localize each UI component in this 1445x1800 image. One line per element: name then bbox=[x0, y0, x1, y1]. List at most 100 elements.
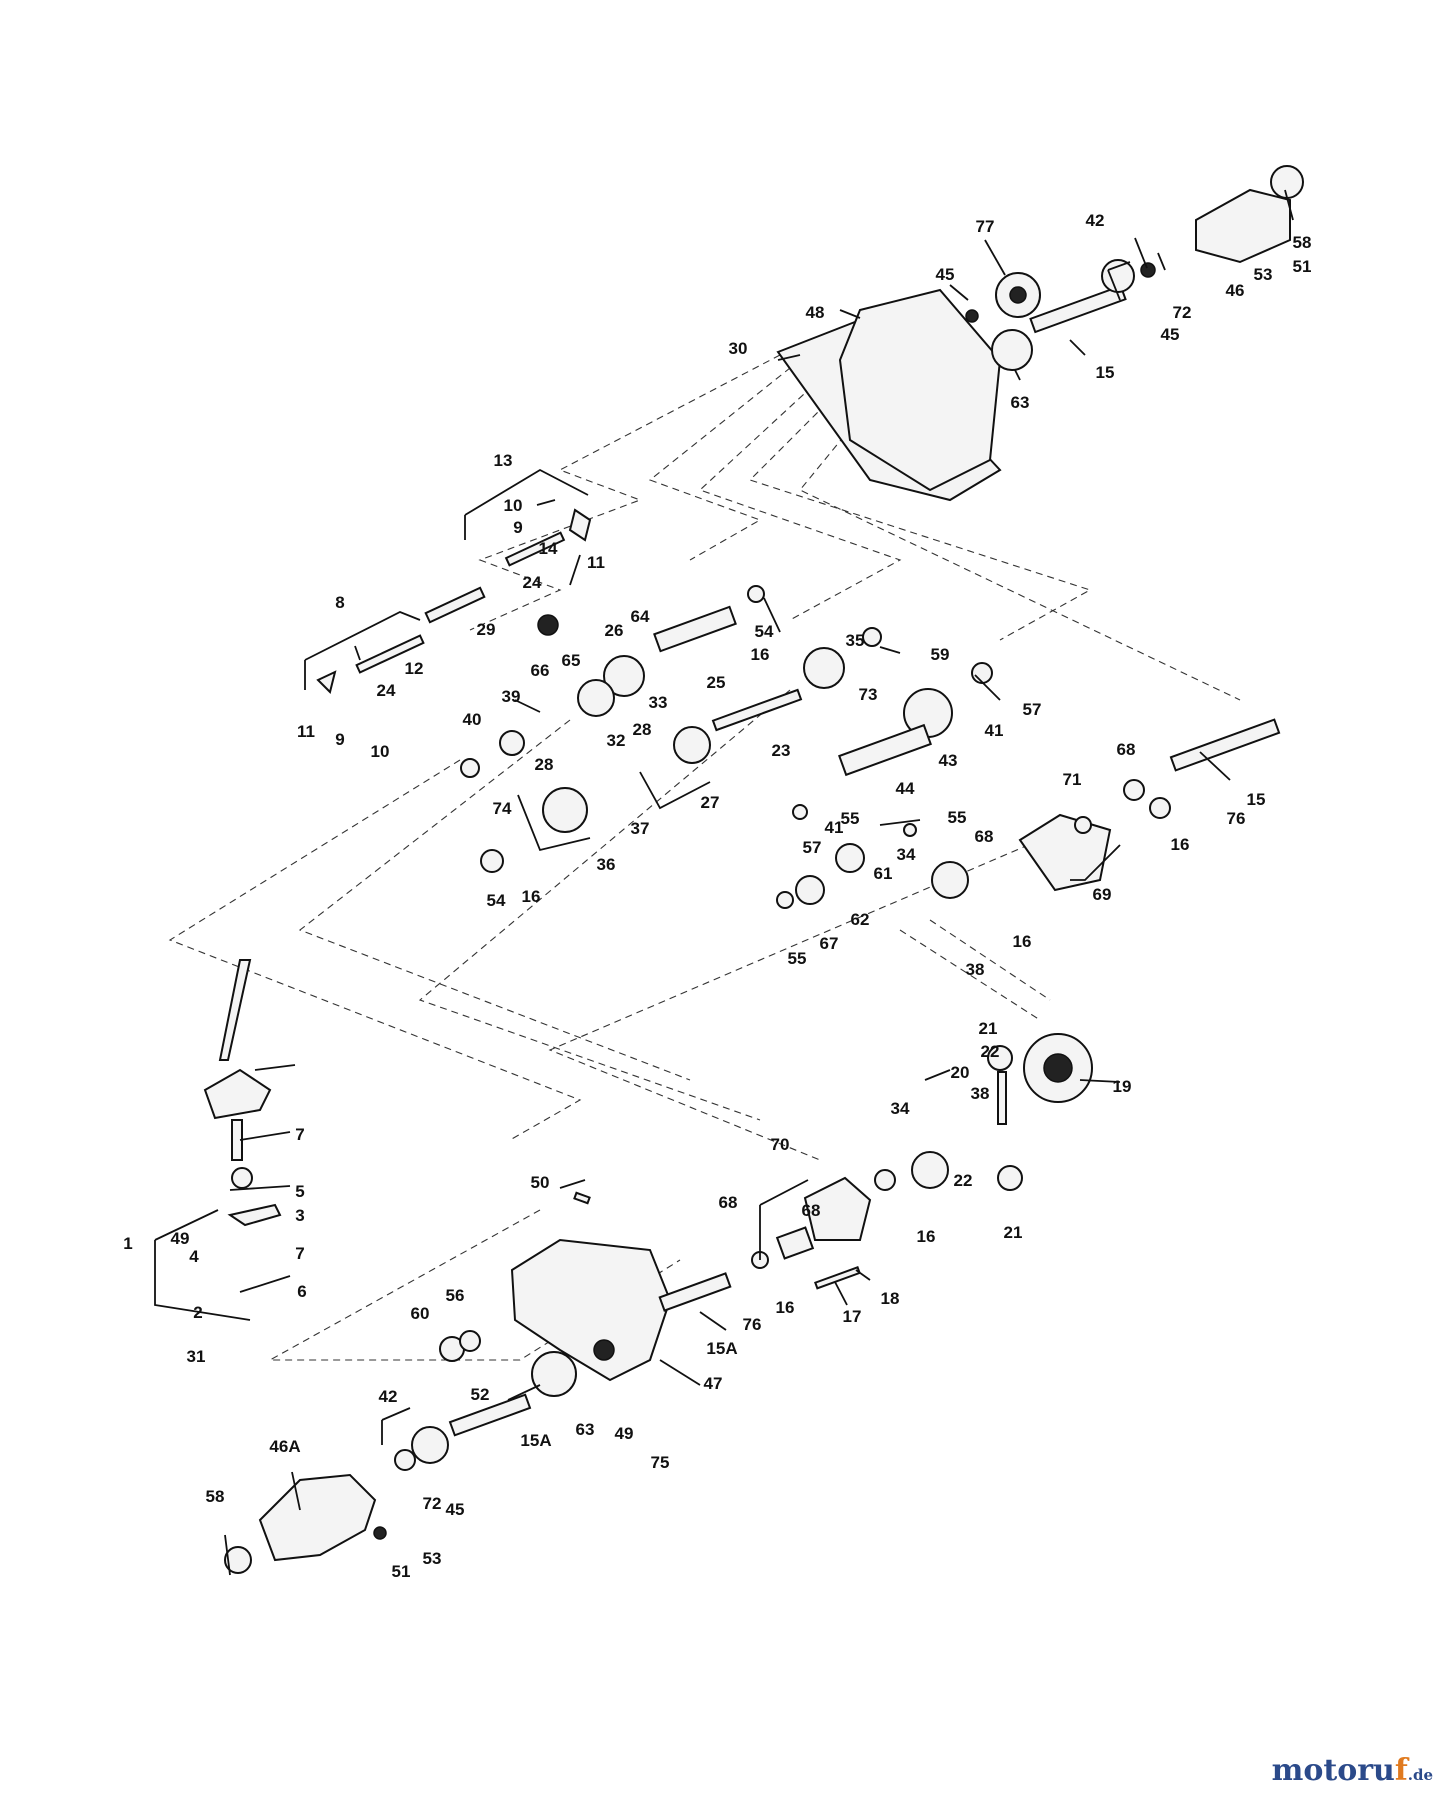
lever-boot-5 bbox=[203, 1068, 272, 1120]
part-number-label: 22 bbox=[954, 1171, 973, 1190]
pin-20 bbox=[997, 1071, 1007, 1125]
part-number-label: 41 bbox=[825, 818, 844, 837]
part-number-label: 16 bbox=[1013, 932, 1032, 951]
part-number-label: 59 bbox=[931, 645, 950, 664]
shaft-44 bbox=[838, 723, 932, 777]
gear-33 bbox=[603, 655, 645, 697]
part-number-label: 38 bbox=[966, 960, 985, 979]
part-number-label: 5 bbox=[295, 1182, 304, 1201]
watermark-accent: f bbox=[1394, 1753, 1408, 1788]
part-number-label: 55 bbox=[788, 949, 807, 968]
part-number-label: 48 bbox=[806, 303, 825, 322]
part-number-label: 1 bbox=[123, 1234, 132, 1253]
pinion-22-top bbox=[987, 1045, 1013, 1071]
part-number-label: 43 bbox=[939, 751, 958, 770]
shaft-15-mid bbox=[1169, 718, 1281, 772]
part-number-label: 72 bbox=[1173, 303, 1192, 322]
part-number-label: 56 bbox=[446, 1286, 465, 1305]
part-number-label: 68 bbox=[975, 827, 994, 846]
gear-40 bbox=[499, 730, 525, 756]
part-number-label: 45 bbox=[936, 265, 955, 284]
part-number-label: 13 bbox=[494, 451, 513, 470]
brackets bbox=[154, 261, 1131, 1445]
part-number-label: 6 bbox=[297, 1282, 306, 1301]
watermark-tld: .de bbox=[1407, 1766, 1433, 1784]
pinion-22-bot bbox=[997, 1165, 1023, 1191]
part-number-label: 46A bbox=[269, 1437, 300, 1456]
part-number-label: 57 bbox=[1023, 700, 1042, 719]
carrier-69 bbox=[1018, 813, 1112, 892]
part-number-label: 65 bbox=[562, 651, 581, 670]
plate-31 bbox=[227, 1203, 282, 1227]
part-number-label: 63 bbox=[576, 1420, 595, 1439]
part-number-label: 49 bbox=[171, 1229, 190, 1248]
shaft-23 bbox=[711, 688, 803, 732]
part-number-label: 76 bbox=[1227, 809, 1246, 828]
part-number-label: 28 bbox=[535, 755, 554, 774]
part-number-label: 24 bbox=[377, 681, 396, 700]
bearing-63-top bbox=[991, 329, 1033, 371]
part-number-label: 53 bbox=[423, 1549, 442, 1568]
part-number-label: 11 bbox=[587, 553, 605, 572]
part-number-label: 31 bbox=[187, 1347, 206, 1366]
housing-47 bbox=[510, 1238, 672, 1382]
part-number-label: 66 bbox=[531, 661, 550, 680]
part-number-label: 16 bbox=[1171, 835, 1190, 854]
part-number-label: 60 bbox=[411, 1304, 430, 1323]
part-number-label: 7 bbox=[295, 1125, 304, 1144]
shaft-25 bbox=[653, 605, 737, 653]
part-number-label: 18 bbox=[881, 1289, 900, 1308]
carrier-70 bbox=[803, 1176, 872, 1241]
part-number-label: 47 bbox=[704, 1374, 723, 1393]
part-number-label: 19 bbox=[1113, 1077, 1132, 1096]
part-number-label: 15 bbox=[1096, 363, 1115, 382]
part-number-label: 17 bbox=[843, 1307, 862, 1326]
part-number-label: 44 bbox=[896, 779, 915, 798]
gear-62 bbox=[835, 843, 865, 873]
part-number-label: 16 bbox=[917, 1227, 936, 1246]
part-number-label: 9 bbox=[513, 518, 522, 537]
part-number-label: 45 bbox=[446, 1500, 465, 1519]
part-number-label: 42 bbox=[1086, 211, 1105, 230]
part-number-label: 67 bbox=[820, 934, 839, 953]
shift-lever-7 bbox=[218, 959, 252, 1061]
part-number-label: 50 bbox=[531, 1173, 550, 1192]
part-number-label: 15 bbox=[1247, 790, 1266, 809]
part-number-label: 23 bbox=[772, 741, 791, 760]
part-number-label: 14 bbox=[539, 539, 558, 558]
bolt-17 bbox=[814, 1266, 861, 1290]
part-number-label: 37 bbox=[631, 819, 650, 838]
part-number-label: 58 bbox=[1293, 233, 1312, 252]
part-number-label: 45 bbox=[1161, 325, 1180, 344]
part-number-label: 26 bbox=[605, 621, 624, 640]
bearing-58-bot bbox=[224, 1546, 252, 1574]
part-number-label: 10 bbox=[371, 742, 390, 761]
part-number-label: 58 bbox=[206, 1487, 225, 1506]
bearing-63-bot bbox=[531, 1351, 577, 1397]
part-number-label: 27 bbox=[701, 793, 720, 812]
part-number-label: 16 bbox=[751, 645, 770, 664]
housing-48 bbox=[838, 288, 1002, 492]
part-number-label: 7 bbox=[295, 1244, 304, 1263]
shaft-15-top bbox=[1029, 284, 1127, 334]
part-number-label: 40 bbox=[463, 710, 482, 729]
part-number-label: 3 bbox=[295, 1206, 304, 1225]
part-number-label: 2 bbox=[193, 1303, 202, 1322]
part-number-label: 12 bbox=[405, 659, 424, 678]
part-number-label: 41 bbox=[985, 721, 1004, 740]
part-number-label: 35 bbox=[846, 631, 865, 650]
part-number-label: 69 bbox=[1093, 885, 1112, 904]
part-number-label: 61 bbox=[874, 864, 893, 883]
part-number-label: 52 bbox=[471, 1385, 490, 1404]
part-number-label: 20 bbox=[951, 1063, 970, 1082]
part-number-label: 15A bbox=[706, 1339, 737, 1358]
assembly-guide-lines bbox=[168, 354, 1241, 1361]
part-number-label: 51 bbox=[392, 1562, 411, 1581]
part-number-label: 55 bbox=[841, 809, 860, 828]
part-number-label: 68 bbox=[719, 1193, 738, 1212]
part-number-label: 34 bbox=[897, 845, 916, 864]
part-number-label: 21 bbox=[979, 1019, 998, 1038]
part-number-label: 33 bbox=[649, 693, 668, 712]
part-number-label: 8 bbox=[335, 593, 344, 612]
